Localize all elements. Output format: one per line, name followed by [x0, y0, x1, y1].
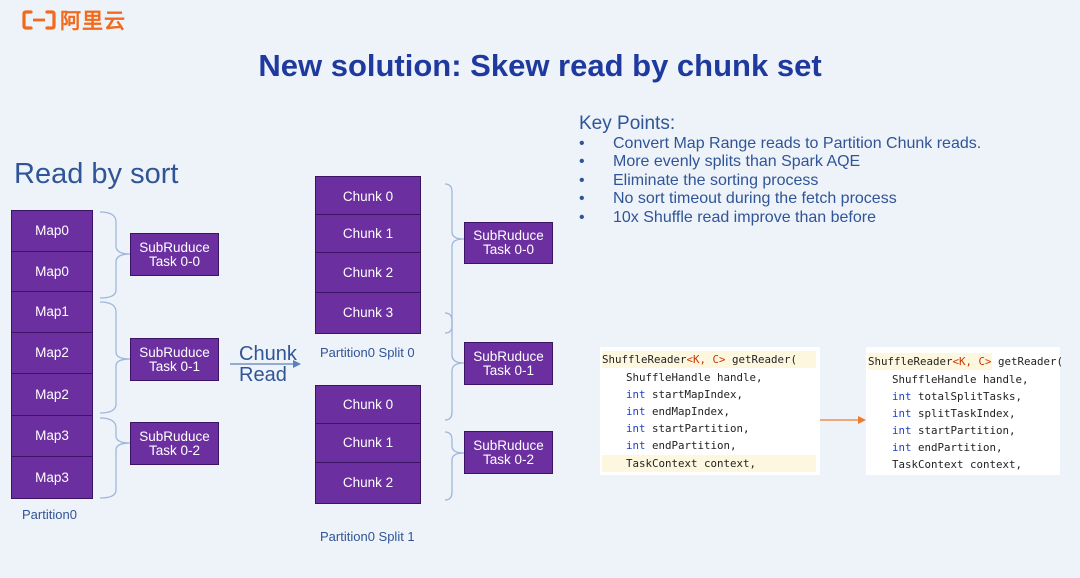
key-point-item: •Eliminate the sorting process	[579, 171, 819, 189]
code-panel-after: ShuffleReader<K, C> getReader( ShuffleHa…	[866, 347, 1064, 475]
key-points: Key Points: •Convert Map Range reads to …	[579, 113, 981, 227]
chunk-box: Chunk 0	[315, 385, 421, 425]
code-signature: ShuffleReader<K, C> getReader(	[868, 353, 1064, 370]
code-param: int splitTaskIndex,	[892, 407, 1016, 420]
map-box: Map0	[11, 251, 93, 292]
code-transform-arrow-head	[858, 416, 866, 424]
code-param: int endPartition,	[892, 441, 1003, 454]
bracket-split1	[444, 431, 465, 501]
chunk-box: Chunk 3	[315, 292, 421, 334]
code-param: int startPartition,	[626, 422, 750, 435]
chunk-box: Chunk 0	[315, 176, 421, 217]
map-box: Map0	[11, 210, 93, 252]
split0-label: Partition0 Split 0	[320, 345, 415, 360]
chunk-read-arrow-head	[293, 360, 301, 368]
bracket-split0-b	[444, 312, 465, 421]
map-box: Map2	[11, 373, 93, 416]
subreduce-task-box: SubRuduce Task 0-1	[130, 338, 219, 381]
code-param: int endMapIndex,	[626, 405, 731, 418]
key-points-title: Key Points:	[579, 113, 676, 134]
chunk-box: Chunk 1	[315, 214, 421, 253]
read-by-sort-heading: Read by sort	[14, 158, 179, 190]
bracket-map1-map2	[99, 301, 131, 414]
subreduce-task-box: SubRuduce Task 0-1	[464, 342, 553, 385]
logo: 阿里云	[22, 8, 126, 33]
alibaba-cloud-logo-icon	[22, 10, 56, 30]
chunk-box: Chunk 1	[315, 423, 421, 463]
map-box: Map1	[11, 291, 93, 333]
map-box: Map2	[11, 332, 93, 374]
code-param: int totalSplitTasks,	[892, 390, 1023, 403]
code-param: TaskContext context,	[892, 458, 1023, 471]
key-point-item: •Convert Map Range reads to Partition Ch…	[579, 135, 982, 152]
code-param: ShuffleHandle handle,	[892, 373, 1029, 386]
code-param: int endPartition,	[626, 439, 737, 452]
logo-text: 阿里云	[60, 10, 126, 33]
map-box: Map3	[11, 456, 93, 499]
key-point-item: •10x Shuffle read improve than before	[579, 208, 876, 226]
page-title: New solution: Skew read by chunk set	[258, 48, 822, 83]
chunk-box: Chunk 2	[315, 252, 421, 293]
key-point-item: •More evenly splits than Spark AQE	[579, 153, 861, 171]
partition-label: Partition0	[22, 507, 77, 522]
code-param: int startPartition,	[892, 424, 1016, 437]
code-param: TaskContext context,	[602, 455, 816, 472]
subreduce-task-box: SubRuduce Task 0-0	[464, 222, 553, 264]
split1-label: Partition0 Split 1	[320, 529, 415, 544]
bracket-split0-a	[444, 183, 465, 334]
chunk-box: Chunk 2	[315, 462, 421, 504]
subreduce-task-box: SubRuduce Task 0-2	[130, 422, 219, 465]
code-param: ShuffleHandle handle,	[626, 371, 763, 384]
bracket-map0	[99, 211, 131, 299]
key-point-item: •No sort timeout during the fetch proces…	[579, 190, 897, 208]
chunk-read-label: Chunk Read	[239, 343, 297, 386]
subreduce-task-box: SubRuduce Task 0-0	[130, 233, 219, 276]
map-box: Map3	[11, 415, 93, 457]
code-param: int startMapIndex,	[626, 388, 744, 401]
subreduce-task-box: SubRuduce Task 0-2	[464, 431, 553, 474]
code-signature: ShuffleReader<K, C> getReader(	[602, 351, 816, 368]
code-panel-before: ShuffleReader<K, C> getReader( ShuffleHa…	[600, 347, 820, 475]
bracket-map3	[99, 417, 131, 499]
